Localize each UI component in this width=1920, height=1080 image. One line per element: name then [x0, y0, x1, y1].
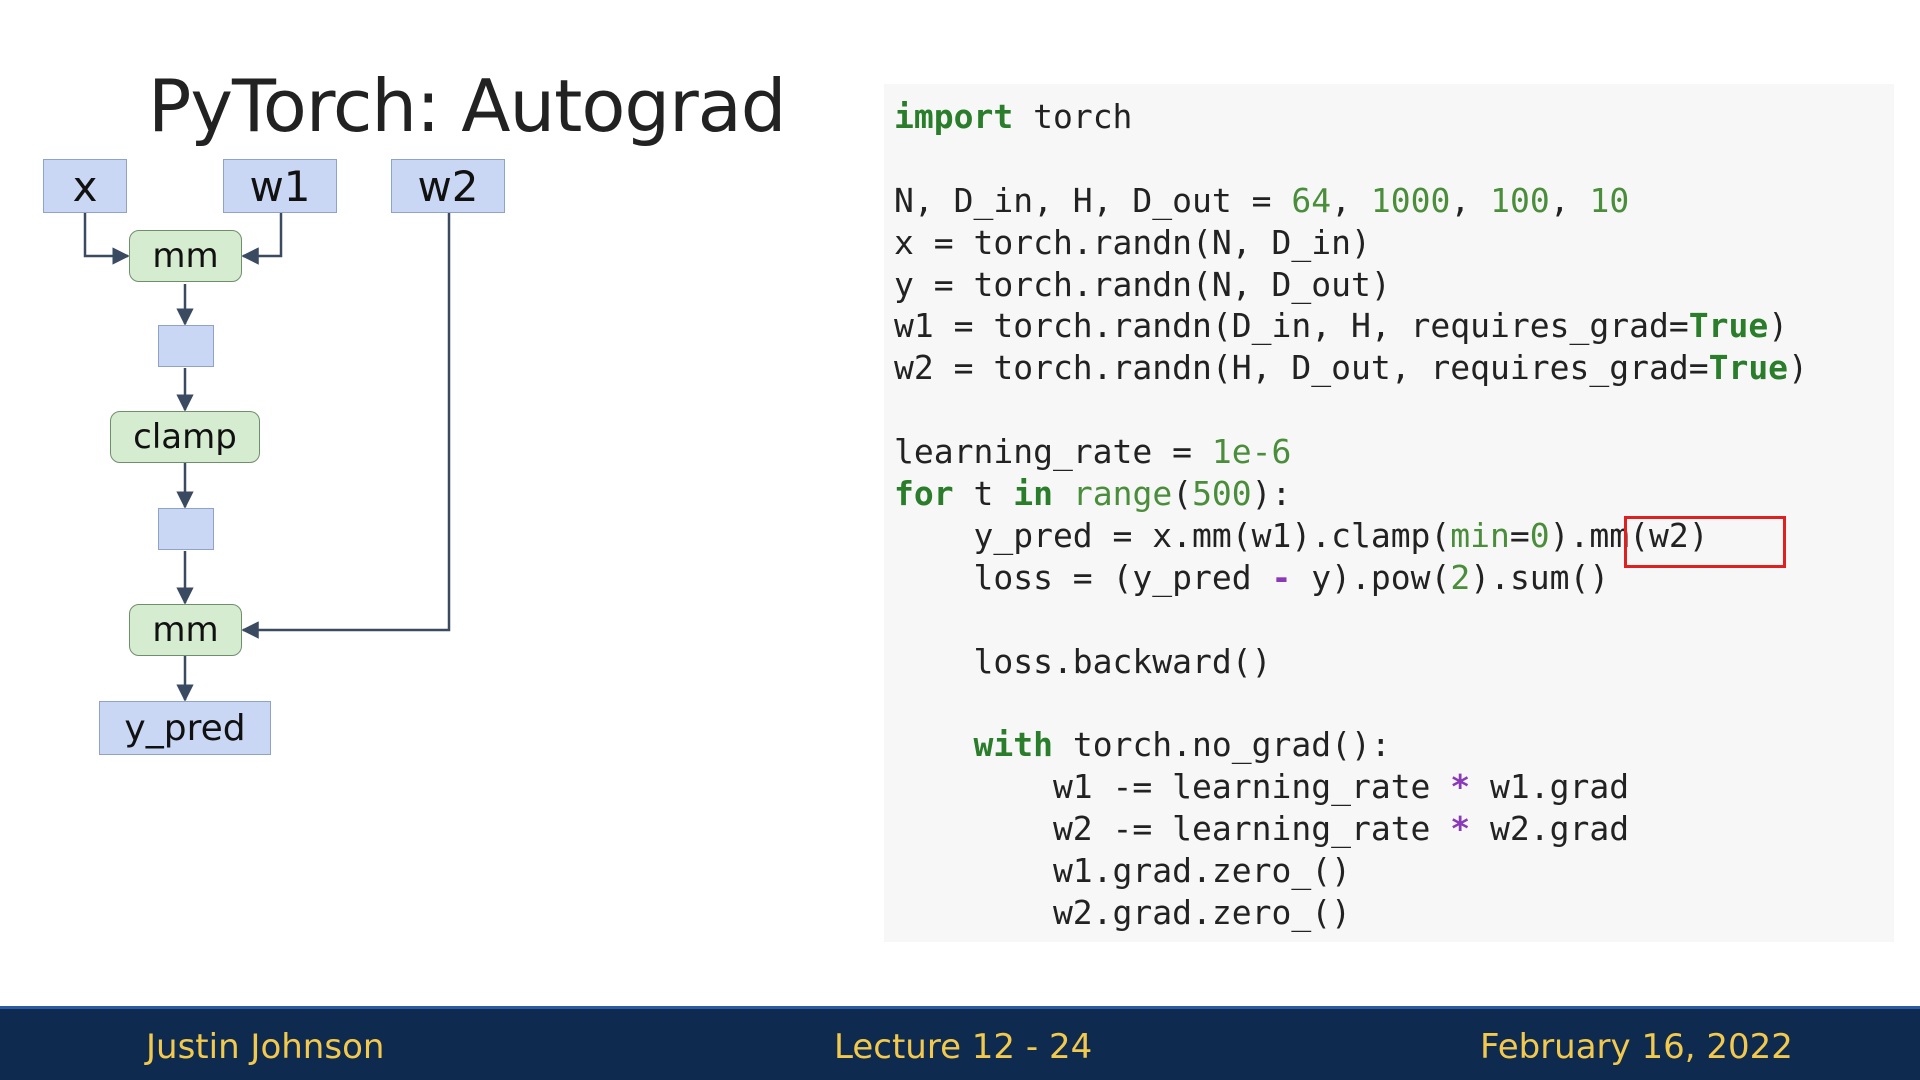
code-line: w1 -= learning_rate * w1.grad — [894, 766, 1808, 808]
footer-lecture: Lecture 12 - 24 — [834, 1027, 1093, 1067]
code-token: 10 — [1589, 180, 1630, 220]
code-token: * — [1450, 767, 1471, 807]
code-line: loss.backward() — [894, 641, 1808, 683]
code-token: 64 — [1291, 180, 1332, 220]
footer-date: February 16, 2022 — [1480, 1027, 1793, 1067]
code-token: , — [1331, 180, 1371, 220]
code-token: import — [894, 97, 1014, 136]
node-w2: w2 — [391, 159, 505, 213]
edge-w1-mm — [241, 212, 283, 265]
highlight-box — [1624, 516, 1786, 568]
code-token: loss = (y_pred — [894, 557, 1272, 597]
code-token: 500 — [1192, 474, 1252, 514]
code-line: import torch — [894, 96, 1808, 138]
code-token: True — [1708, 348, 1789, 388]
code-line: with torch.no_grad(): — [894, 724, 1808, 766]
code-token: ( — [1172, 474, 1193, 514]
code-line: for t in range(500): — [894, 473, 1808, 515]
code-line: N, D_in, H, D_out = 64, 1000, 100, 10 — [894, 180, 1808, 222]
code-line: y_pred = x.mm(w1).clamp(min=0).mm(w2) — [894, 515, 1808, 557]
code-line: w2.grad.zero_() — [894, 892, 1808, 934]
node-mm-2: mm — [129, 604, 242, 656]
code-line: w1.grad.zero_() — [894, 850, 1808, 892]
code-token: y).pow( — [1291, 557, 1451, 597]
code-token: True — [1688, 306, 1769, 346]
code-line: w2 = torch.randn(H, D_out, requires_grad… — [894, 347, 1808, 389]
code-line — [894, 389, 1808, 431]
code-token: for — [894, 474, 954, 514]
code-token: = — [1509, 515, 1530, 555]
node-y-pred: y_pred — [99, 701, 271, 755]
code-token: * — [1450, 809, 1471, 849]
slide-footer: Justin Johnson Lecture 12 - 24 February … — [0, 1006, 1920, 1080]
code-token: torch — [1013, 97, 1133, 136]
code-token: w2.grad — [1470, 809, 1630, 849]
code-token: ) — [1788, 348, 1808, 388]
code-token: 2 — [1450, 557, 1471, 597]
code-token: w1.grad.zero_() — [894, 851, 1351, 891]
code-token: , — [1549, 180, 1590, 220]
code-token: learning_rate = — [894, 432, 1212, 472]
code-token: 0 — [1529, 515, 1550, 555]
footer-author: Justin Johnson — [146, 1027, 385, 1067]
graph-edges — [83, 212, 451, 702]
node-mm-1: mm — [129, 230, 242, 282]
code-token: y = torch.randn(N, D_out) — [894, 264, 1391, 304]
edge-x-mm — [83, 212, 130, 265]
code-token: , — [1450, 180, 1491, 220]
code-token: w1 = torch.randn(D_in, H, requires_grad= — [894, 306, 1689, 346]
node-clamp: clamp — [110, 411, 260, 463]
code-token: range — [1072, 474, 1173, 514]
code-token: with — [973, 725, 1053, 765]
code-token: ) — [1768, 306, 1789, 346]
code-line — [894, 599, 1808, 641]
code-token: N, D_in, H, D_out = — [894, 180, 1292, 220]
code-line: w2 -= learning_rate * w2.grad — [894, 808, 1808, 850]
code-token: ): — [1251, 474, 1292, 514]
code-line — [894, 138, 1808, 180]
code-line: x = torch.randn(N, D_in) — [894, 222, 1808, 264]
code-line: loss = (y_pred - y).pow(2).sum() — [894, 557, 1808, 599]
code-token — [1053, 474, 1073, 513]
edge-w2-mm — [241, 212, 451, 639]
code-token: ).sum() — [1470, 557, 1610, 597]
code-token: w2 -= learning_rate — [894, 809, 1451, 849]
code-token: w1.grad — [1470, 767, 1630, 807]
code-token: loss.backward() — [894, 641, 1272, 681]
code-token: 1e-6 — [1211, 432, 1292, 472]
code-token: w2.grad.zero_() — [894, 892, 1351, 932]
code-line: w1 = torch.randn(D_in, H, requires_grad=… — [894, 305, 1808, 347]
code-token: w1 -= learning_rate — [894, 767, 1451, 807]
code-line: y = torch.randn(N, D_out) — [894, 264, 1808, 306]
code-token: ).mm(w2) — [1549, 515, 1709, 555]
code-token: 1000 — [1370, 180, 1451, 220]
node-intermediate-1 — [158, 325, 214, 367]
node-intermediate-2 — [158, 508, 214, 550]
code-token: x = torch.randn(N, D_in) — [894, 222, 1371, 262]
code-token — [894, 725, 973, 764]
code-line: learning_rate = 1e-6 — [894, 431, 1808, 473]
slide-title: PyTorch: Autograd — [148, 64, 787, 148]
code-token: min — [1450, 515, 1510, 555]
code-token: y_pred = x.mm(w1).clamp( — [894, 515, 1451, 555]
code-token: - — [1271, 557, 1292, 597]
node-w1: w1 — [223, 159, 337, 213]
code-token: torch.no_grad(): — [1052, 725, 1391, 765]
node-x: x — [43, 159, 127, 213]
code-token: 100 — [1490, 180, 1550, 220]
code-token: t — [953, 474, 1014, 514]
code-token: w2 = torch.randn(H, D_out, requires_grad… — [894, 348, 1709, 388]
computational-graph: x w1 w2 mm clamp mm y_pred — [0, 0, 900, 1000]
code-line — [894, 682, 1808, 724]
code-token: in — [1013, 474, 1053, 514]
